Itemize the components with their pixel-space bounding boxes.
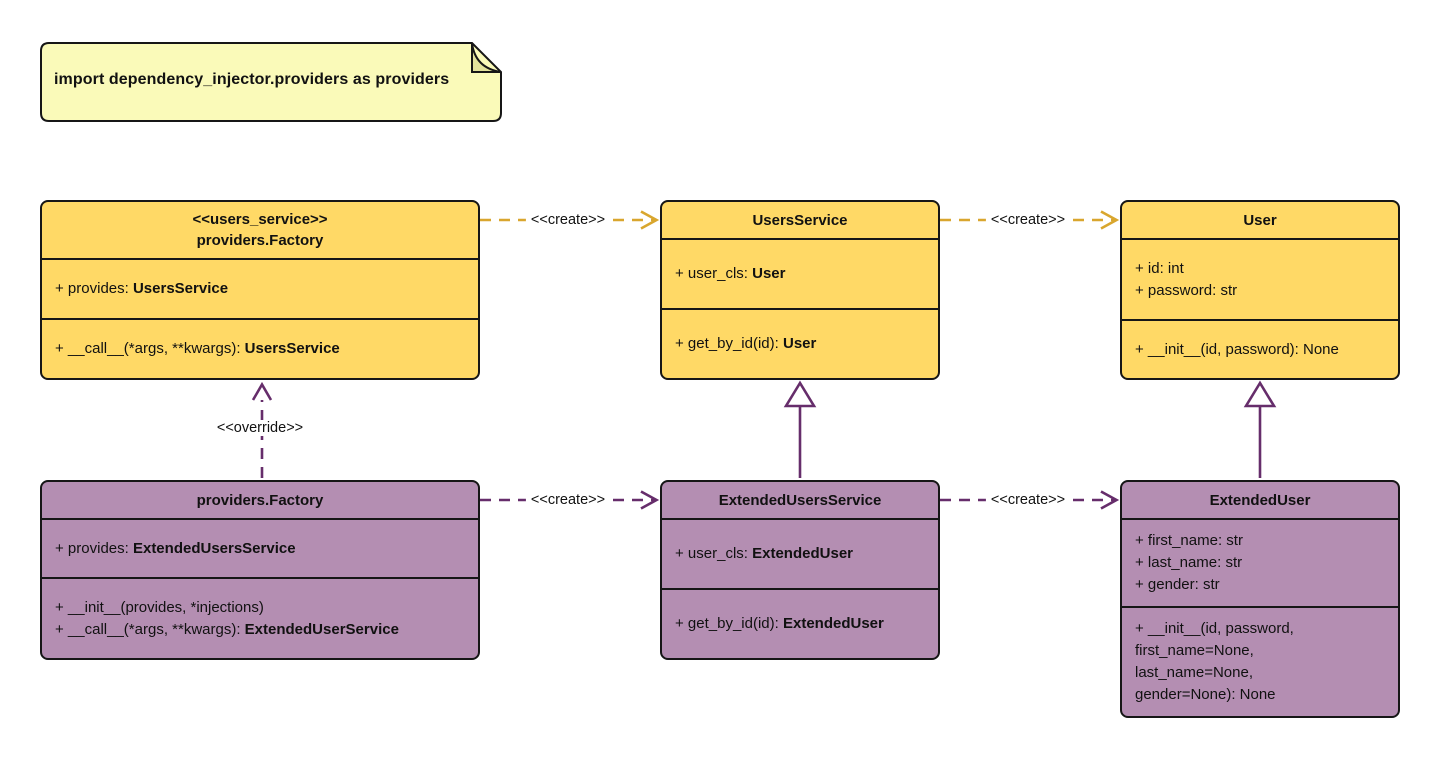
class-attribute: + gender: str <box>1135 576 1220 593</box>
class-method: + __call__(*args, **kwargs): UsersServic… <box>55 340 340 357</box>
class-method: + __init__(id, password): None <box>1135 340 1339 358</box>
class-attributes: + id: int + password: str <box>1122 240 1398 321</box>
class-attributes: + user_cls: ExtendedUser <box>662 520 938 590</box>
class-method: + __init__(provides, *injections) <box>55 598 264 616</box>
edge-label-override: <<override>> <box>211 420 309 436</box>
edge-label-create-4: <<create>> <box>985 492 1071 508</box>
class-box-users-service-factory: <<users_service>> providers.Factory + pr… <box>40 200 480 380</box>
class-name: ExtendedUsersService <box>718 491 882 509</box>
class-methods: + __init__(provides, *injections) + __ca… <box>42 579 478 658</box>
class-method: + __init__(id, password, first_name=None… <box>1135 620 1294 703</box>
edge-label-create-1: <<create>> <box>525 212 611 228</box>
class-methods: + __init__(id, password, first_name=None… <box>1122 608 1398 716</box>
class-attribute: + password: str <box>1135 281 1238 299</box>
class-title: providers.Factory <box>42 482 478 520</box>
class-methods: + get_by_id(id): User <box>662 310 938 378</box>
class-box-user: User + id: int + password: str + __init_… <box>1120 200 1400 380</box>
class-name: ExtendedUser <box>1209 491 1311 509</box>
class-attributes: + provides: ExtendedUsersService <box>42 520 478 579</box>
class-name: UsersService <box>752 211 848 229</box>
class-stereotype: <<users_service>> <box>192 211 328 228</box>
class-box-extended-factory: providers.Factory + provides: ExtendedUs… <box>40 480 480 660</box>
class-box-usersservice: UsersService + user_cls: User + get_by_i… <box>660 200 940 380</box>
class-name: providers.Factory <box>196 491 324 509</box>
class-attributes: + user_cls: User <box>662 240 938 310</box>
note-fold-corner <box>471 42 502 73</box>
class-name: providers.Factory <box>196 232 324 249</box>
class-attribute: + id: int <box>1135 259 1184 277</box>
class-title: ExtendedUsersService <box>662 482 938 520</box>
class-attributes: + provides: UsersService <box>42 260 478 320</box>
class-title: ExtendedUser <box>1122 482 1398 520</box>
class-box-extendedusersservice: ExtendedUsersService + user_cls: Extende… <box>660 480 940 660</box>
class-title: User <box>1122 202 1398 240</box>
class-box-extendeduser: ExtendedUser + first_name: str + last_na… <box>1120 480 1400 718</box>
inheritance-arrow-extendeduser <box>1243 380 1277 478</box>
class-attribute: + user_cls: ExtendedUser <box>675 545 853 562</box>
class-attribute: + first_name: str <box>1135 532 1243 549</box>
inheritance-arrow-extendedusersservice <box>783 380 817 478</box>
class-method: + get_by_id(id): ExtendedUser <box>675 615 884 632</box>
class-method: + get_by_id(id): User <box>675 335 817 352</box>
class-name: User <box>1243 211 1277 229</box>
class-attributes: + first_name: str + last_name: str + gen… <box>1122 520 1398 608</box>
note-shape <box>40 42 502 122</box>
edge-label-create-2: <<create>> <box>985 212 1071 228</box>
class-methods: + __call__(*args, **kwargs): UsersServic… <box>42 320 478 378</box>
uml-note-import: import dependency_injector.providers as … <box>40 42 502 122</box>
class-methods: + get_by_id(id): ExtendedUser <box>662 590 938 658</box>
class-attribute: + last_name: str <box>1135 554 1243 571</box>
class-title: <<users_service>> providers.Factory <box>42 202 478 260</box>
class-methods: + __init__(id, password): None <box>1122 321 1398 378</box>
note-text: import dependency_injector.providers as … <box>54 71 450 88</box>
class-attribute: + user_cls: User <box>675 265 786 282</box>
class-method: + __call__(*args, **kwargs): ExtendedUse… <box>55 620 399 638</box>
class-title: UsersService <box>662 202 938 240</box>
edge-label-create-3: <<create>> <box>525 492 611 508</box>
class-attribute: + provides: ExtendedUsersService <box>55 539 296 557</box>
class-attribute: + provides: UsersService <box>55 280 229 297</box>
